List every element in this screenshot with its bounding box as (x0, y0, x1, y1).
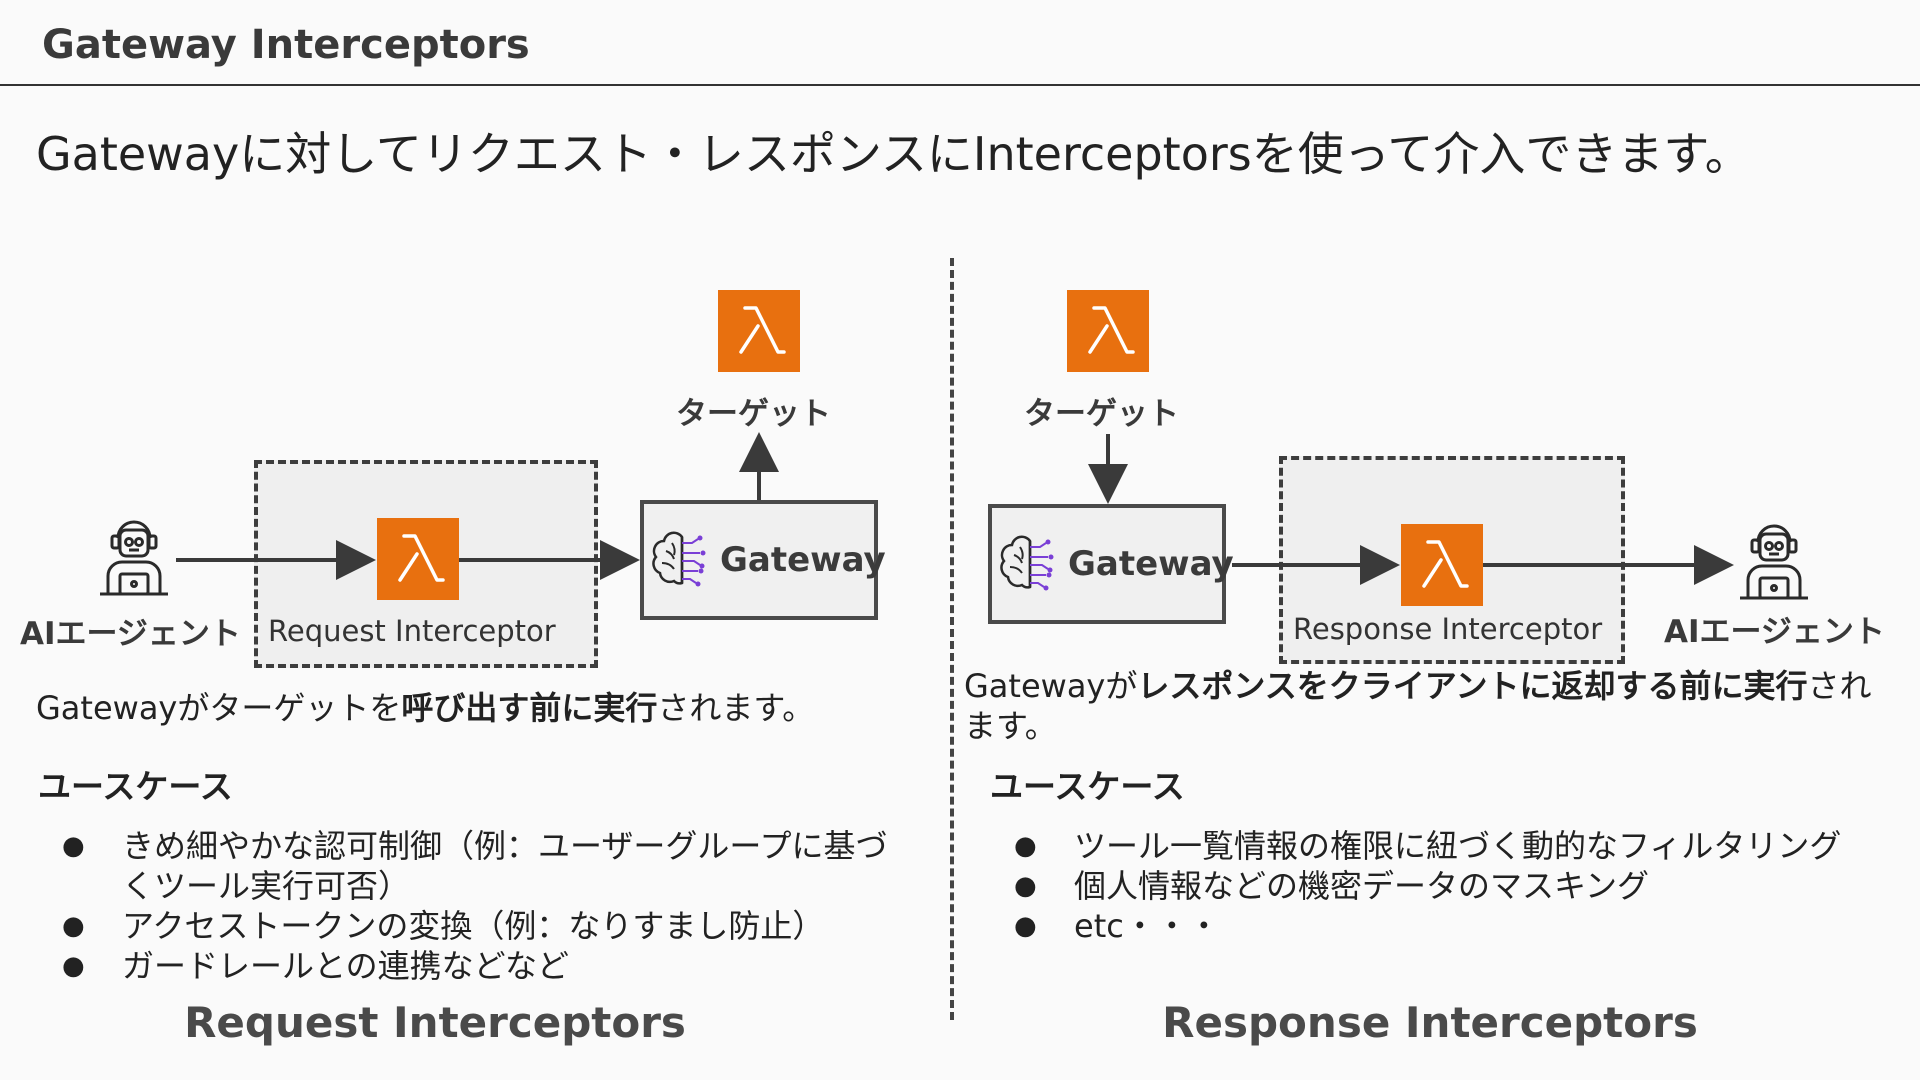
header-divider (0, 84, 1920, 86)
request-target-label: ターゲット (676, 396, 831, 432)
request-gateway-label: Gateway (720, 540, 886, 580)
request-section-title: Request Interceptors (184, 998, 686, 1047)
list-item: ●きめ細やかな認可制御（例：ユーザーグループに基づくツール実行可否） (62, 827, 888, 905)
gateway-brain-icon (652, 531, 706, 587)
response-interceptor-lambda-icon (1401, 524, 1483, 606)
request-target-lambda-icon (718, 290, 800, 372)
list-item: ●ガードレールとの連携などなど (62, 947, 570, 985)
response-agent-label: AIエージェント (1664, 614, 1885, 650)
response-section-title: Response Interceptors (1162, 998, 1698, 1047)
response-usecase-list: ●ツール一覧情報の権限に紐づく動的なフィルタリング ●個人情報などの機密データの… (990, 826, 1870, 946)
response-gateway-label: Gateway (1068, 544, 1234, 584)
response-interceptor-label: Response Interceptor (1293, 612, 1603, 646)
response-gateway-box: Gateway (988, 504, 1234, 624)
list-item: ●ツール一覧情報の権限に紐づく動的なフィルタリング (1014, 827, 1842, 865)
list-item: ●アクセストークンの変換（例：なりすまし防止） (62, 907, 825, 945)
request-usecase-title: ユースケース (38, 767, 233, 806)
list-item: ●個人情報などの機密データのマスキング (1014, 867, 1650, 905)
request-interceptor-lambda-icon (377, 518, 459, 600)
list-item: ●etc・・・ (1014, 907, 1220, 945)
response-target-label: ターゲット (1024, 396, 1179, 432)
response-ai-agent-icon (1734, 520, 1814, 604)
response-usecase-title: ユースケース (990, 767, 1185, 806)
request-interceptor-label: Request Interceptor (268, 614, 556, 648)
response-description: Gatewayがレスポンスをクライアントに返却する前に実行されます。 (964, 667, 1872, 745)
page-header-title: Gateway Interceptors (42, 22, 530, 68)
request-description: Gatewayがターゲットを呼び出す前に実行されます。 (36, 689, 815, 727)
request-ai-agent-icon (94, 516, 174, 600)
request-usecase-list: ●きめ細やかな認可制御（例：ユーザーグループに基づくツール実行可否） ●アクセス… (38, 826, 918, 986)
response-target-lambda-icon (1067, 290, 1149, 372)
slide-subtitle: Gatewayに対してリクエスト・レスポンスにInterceptorsを使って介… (36, 127, 1751, 181)
gateway-brain-icon (1000, 535, 1054, 591)
request-agent-label: AIエージェント (20, 616, 241, 652)
section-divider (950, 258, 954, 1020)
request-gateway-box: Gateway (640, 500, 886, 620)
